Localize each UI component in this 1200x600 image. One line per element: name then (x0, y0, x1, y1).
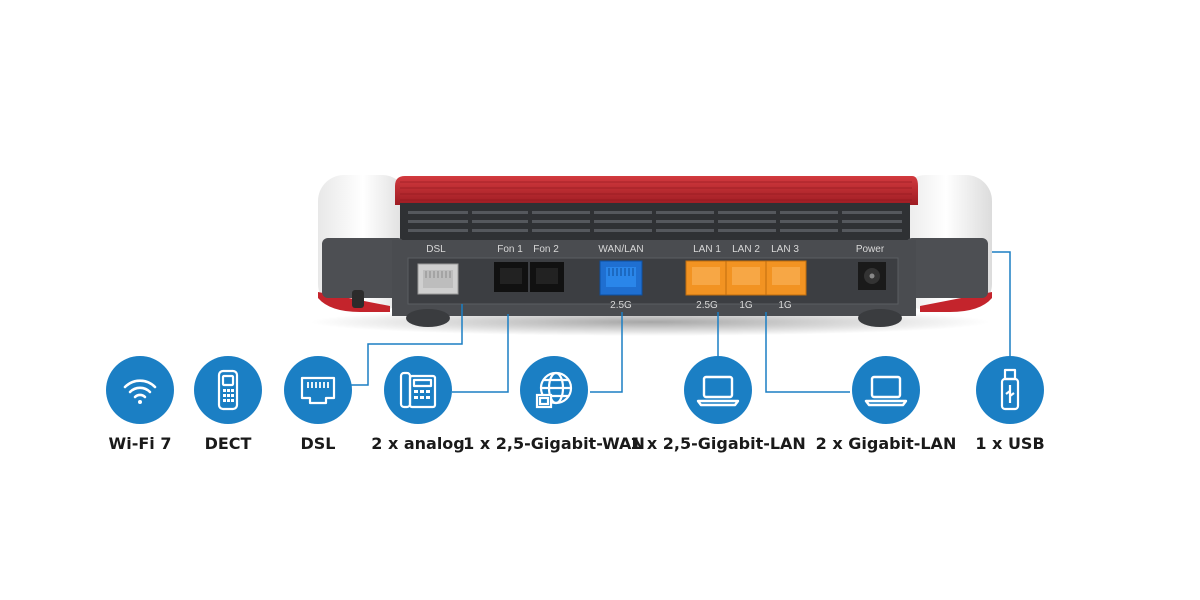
feature-label-analog: 2 x analog (371, 434, 465, 453)
port-label-lan3: LAN 3 (771, 244, 799, 255)
port-label-wan: WAN/LAN (598, 244, 644, 255)
fon-ports (494, 262, 564, 292)
laptop-icon (684, 356, 752, 424)
laptop-icon (852, 356, 920, 424)
port-label-lan2: LAN 2 (732, 244, 760, 255)
speed-label-lan1: 2.5G (696, 300, 718, 311)
desk-phone-icon (384, 356, 452, 424)
dsl-port (417, 263, 459, 295)
globe-network-icon (520, 356, 588, 424)
lan-ports (685, 260, 807, 296)
wifi-icon (106, 356, 174, 424)
feature-label-lan-1g: 2 x Gigabit-LAN (815, 434, 957, 453)
speed-label-wan: 2.5G (610, 300, 632, 311)
feature-label-lan-25g: 1 x 2,5-Gigabit-LAN (630, 434, 806, 453)
feature-label-wan: 1 x 2,5-Gigabit-WAN (463, 434, 645, 453)
red-top-housing (395, 176, 918, 205)
usb-stick-icon (976, 356, 1044, 424)
feature-label-usb: 1 x USB (975, 434, 1045, 453)
port-label-lan1: LAN 1 (693, 244, 721, 255)
port-label-fon1: Fon 1 (497, 244, 523, 255)
speed-label-lan2: 1G (739, 300, 753, 311)
port-label-power: Power (855, 244, 885, 255)
port-label-dsl: DSL (426, 244, 446, 255)
speed-label-lan3: 1G (778, 300, 792, 311)
power-jack (858, 262, 886, 290)
connector-lines (318, 251, 1011, 393)
port-label-fon2: Fon 2 (533, 244, 559, 255)
cordless-phone-icon (194, 356, 262, 424)
feature-label-wifi: Wi-Fi 7 (108, 434, 172, 453)
port-panel (407, 257, 899, 305)
dsl-port-icon (284, 356, 352, 424)
wan-port (599, 260, 643, 296)
feature-label-dsl: DSL (300, 434, 336, 453)
feature-label-dect: DECT (204, 434, 252, 453)
